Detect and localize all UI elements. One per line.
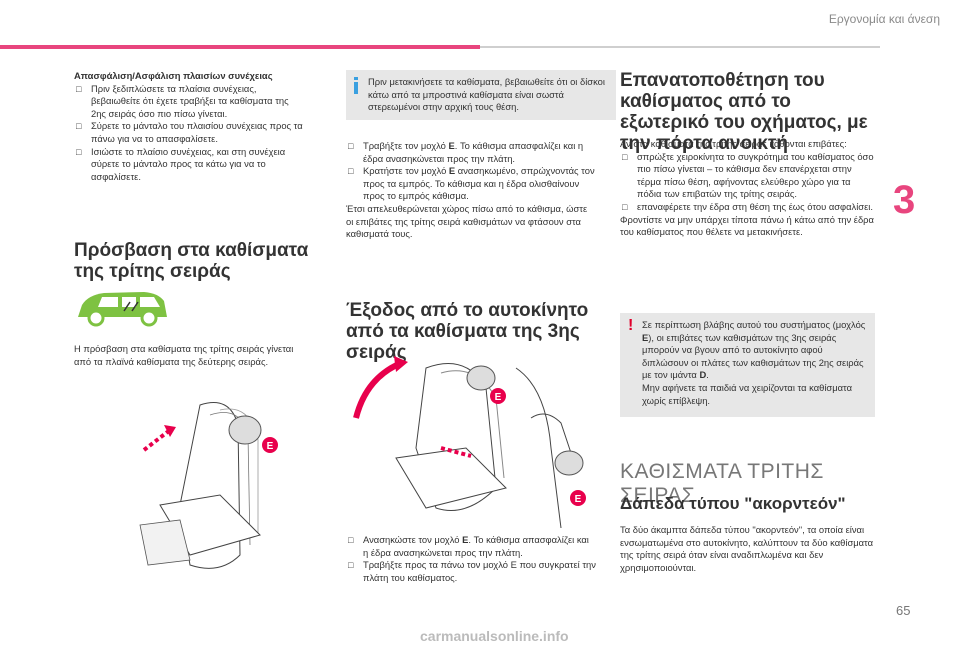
list-item: επαναφέρετε την έδρα στη θέση της έως ότ…	[620, 201, 875, 214]
list-item: Ισιώστε το πλαίσιο συνέχειας, και στη συ…	[74, 146, 306, 184]
list-item: Ανασηκώστε τον μοχλό E. Το κάθισμα απασφ…	[346, 534, 596, 559]
chapter-number: 3	[893, 178, 916, 222]
access-text: Η πρόσβαση στα καθίσματα της τρίτης σειρ…	[74, 343, 294, 367]
floor-title: Δάπεδα τύπου "ακορντεόν"	[620, 494, 846, 513]
marker-e	[570, 490, 586, 506]
section-header: Εργονομία και άνεση	[828, 12, 940, 26]
car-icon	[78, 292, 167, 327]
third-row-heading: ΚΑΘΙΣΜΑΤΑ ΤΡΙΤΗΣ ΣΕΙΡΑΣ	[620, 460, 824, 507]
exit-steps: Ανασηκώστε τον μοχλό E. Το κάθισμα απασφ…	[346, 534, 596, 584]
list-item: σπρώξτε χειροκίνητα το συγκρότημα του κα…	[620, 151, 875, 201]
warning-box: ! Σε περίπτωση βλάβης αυτού του συστήματ…	[620, 313, 875, 418]
marker-e	[490, 388, 506, 404]
marker-e	[262, 437, 278, 453]
list-item: Πριν ξεδιπλώσετε τα πλαίσια συνέχειας, β…	[74, 83, 306, 121]
list-item: Κρατήστε τον μοχλό E ανασηκωμένο, σπρώχν…	[346, 165, 596, 203]
seat-move-section: Τραβήξτε τον μοχλό E. Το κάθισμα απασφαλ…	[346, 140, 596, 241]
exit-title: Έξοδος από το αυτοκίνητο από τα καθίσματ…	[346, 300, 589, 363]
lock-list: Πριν ξεδιπλώσετε τα πλαίσια συνέχειας, β…	[74, 83, 306, 184]
access-title: Πρόσβαση στα καθίσματα της τρίτης σειράς	[74, 240, 309, 282]
lock-section: Απασφάλιση/Ασφάλιση πλαισίων συνέχειας Π…	[74, 70, 306, 183]
warning-text: Σε περίπτωση βλάβης αυτού του συστήματος…	[642, 319, 866, 406]
seat-illustration-left: E	[139, 402, 278, 569]
floor-text: Τα δύο άκαμπτα δάπεδα τύπου "ακορντεόν",…	[620, 524, 874, 573]
reset-title: Επανατοποθέτηση του καθίσματος από το εξ…	[620, 70, 868, 154]
info-icon	[354, 77, 358, 94]
seat-illustration-middle: E E	[353, 356, 586, 528]
page-number: 65	[896, 603, 911, 618]
svg-text:E: E	[575, 494, 582, 505]
release-paragraph: Έτσι απελευθερώνεται χώρος πίσω από το κ…	[346, 202, 588, 240]
list-item: Τραβήξτε τον μοχλό E. Το κάθισμα απασφαλ…	[346, 140, 596, 165]
reset-intro: Αν στα καθίσματα της τρίτης σειράς κάθον…	[620, 138, 847, 149]
info-box: Πριν μετακινήσετε τα καθίσματα, βεβαιωθε…	[346, 70, 616, 120]
info-text: Πριν μετακινήσετε τα καθίσματα, βεβαιωθε…	[368, 76, 605, 113]
warning-icon: !	[628, 317, 634, 334]
lock-title: Απασφάλιση/Ασφάλιση πλαισίων συνέχειας	[74, 70, 273, 81]
svg-text:E: E	[267, 441, 274, 452]
reset-section: Αν στα καθίσματα της τρίτης σειράς κάθον…	[620, 138, 875, 239]
header-accent-bar	[0, 45, 480, 49]
header-divider	[480, 46, 880, 48]
svg-text:E: E	[495, 392, 502, 403]
reset-paragraph: Φροντίστε να μην υπάρχει τίποτα πάνω ή κ…	[620, 213, 874, 238]
list-item: Σύρετε το μάνταλο του πλαισίου συνέχειας…	[74, 120, 306, 145]
list-item: Τραβήξτε προς τα πάνω τον μοχλό E που συ…	[346, 559, 596, 584]
watermark: carmanualsonline.info	[420, 628, 569, 644]
